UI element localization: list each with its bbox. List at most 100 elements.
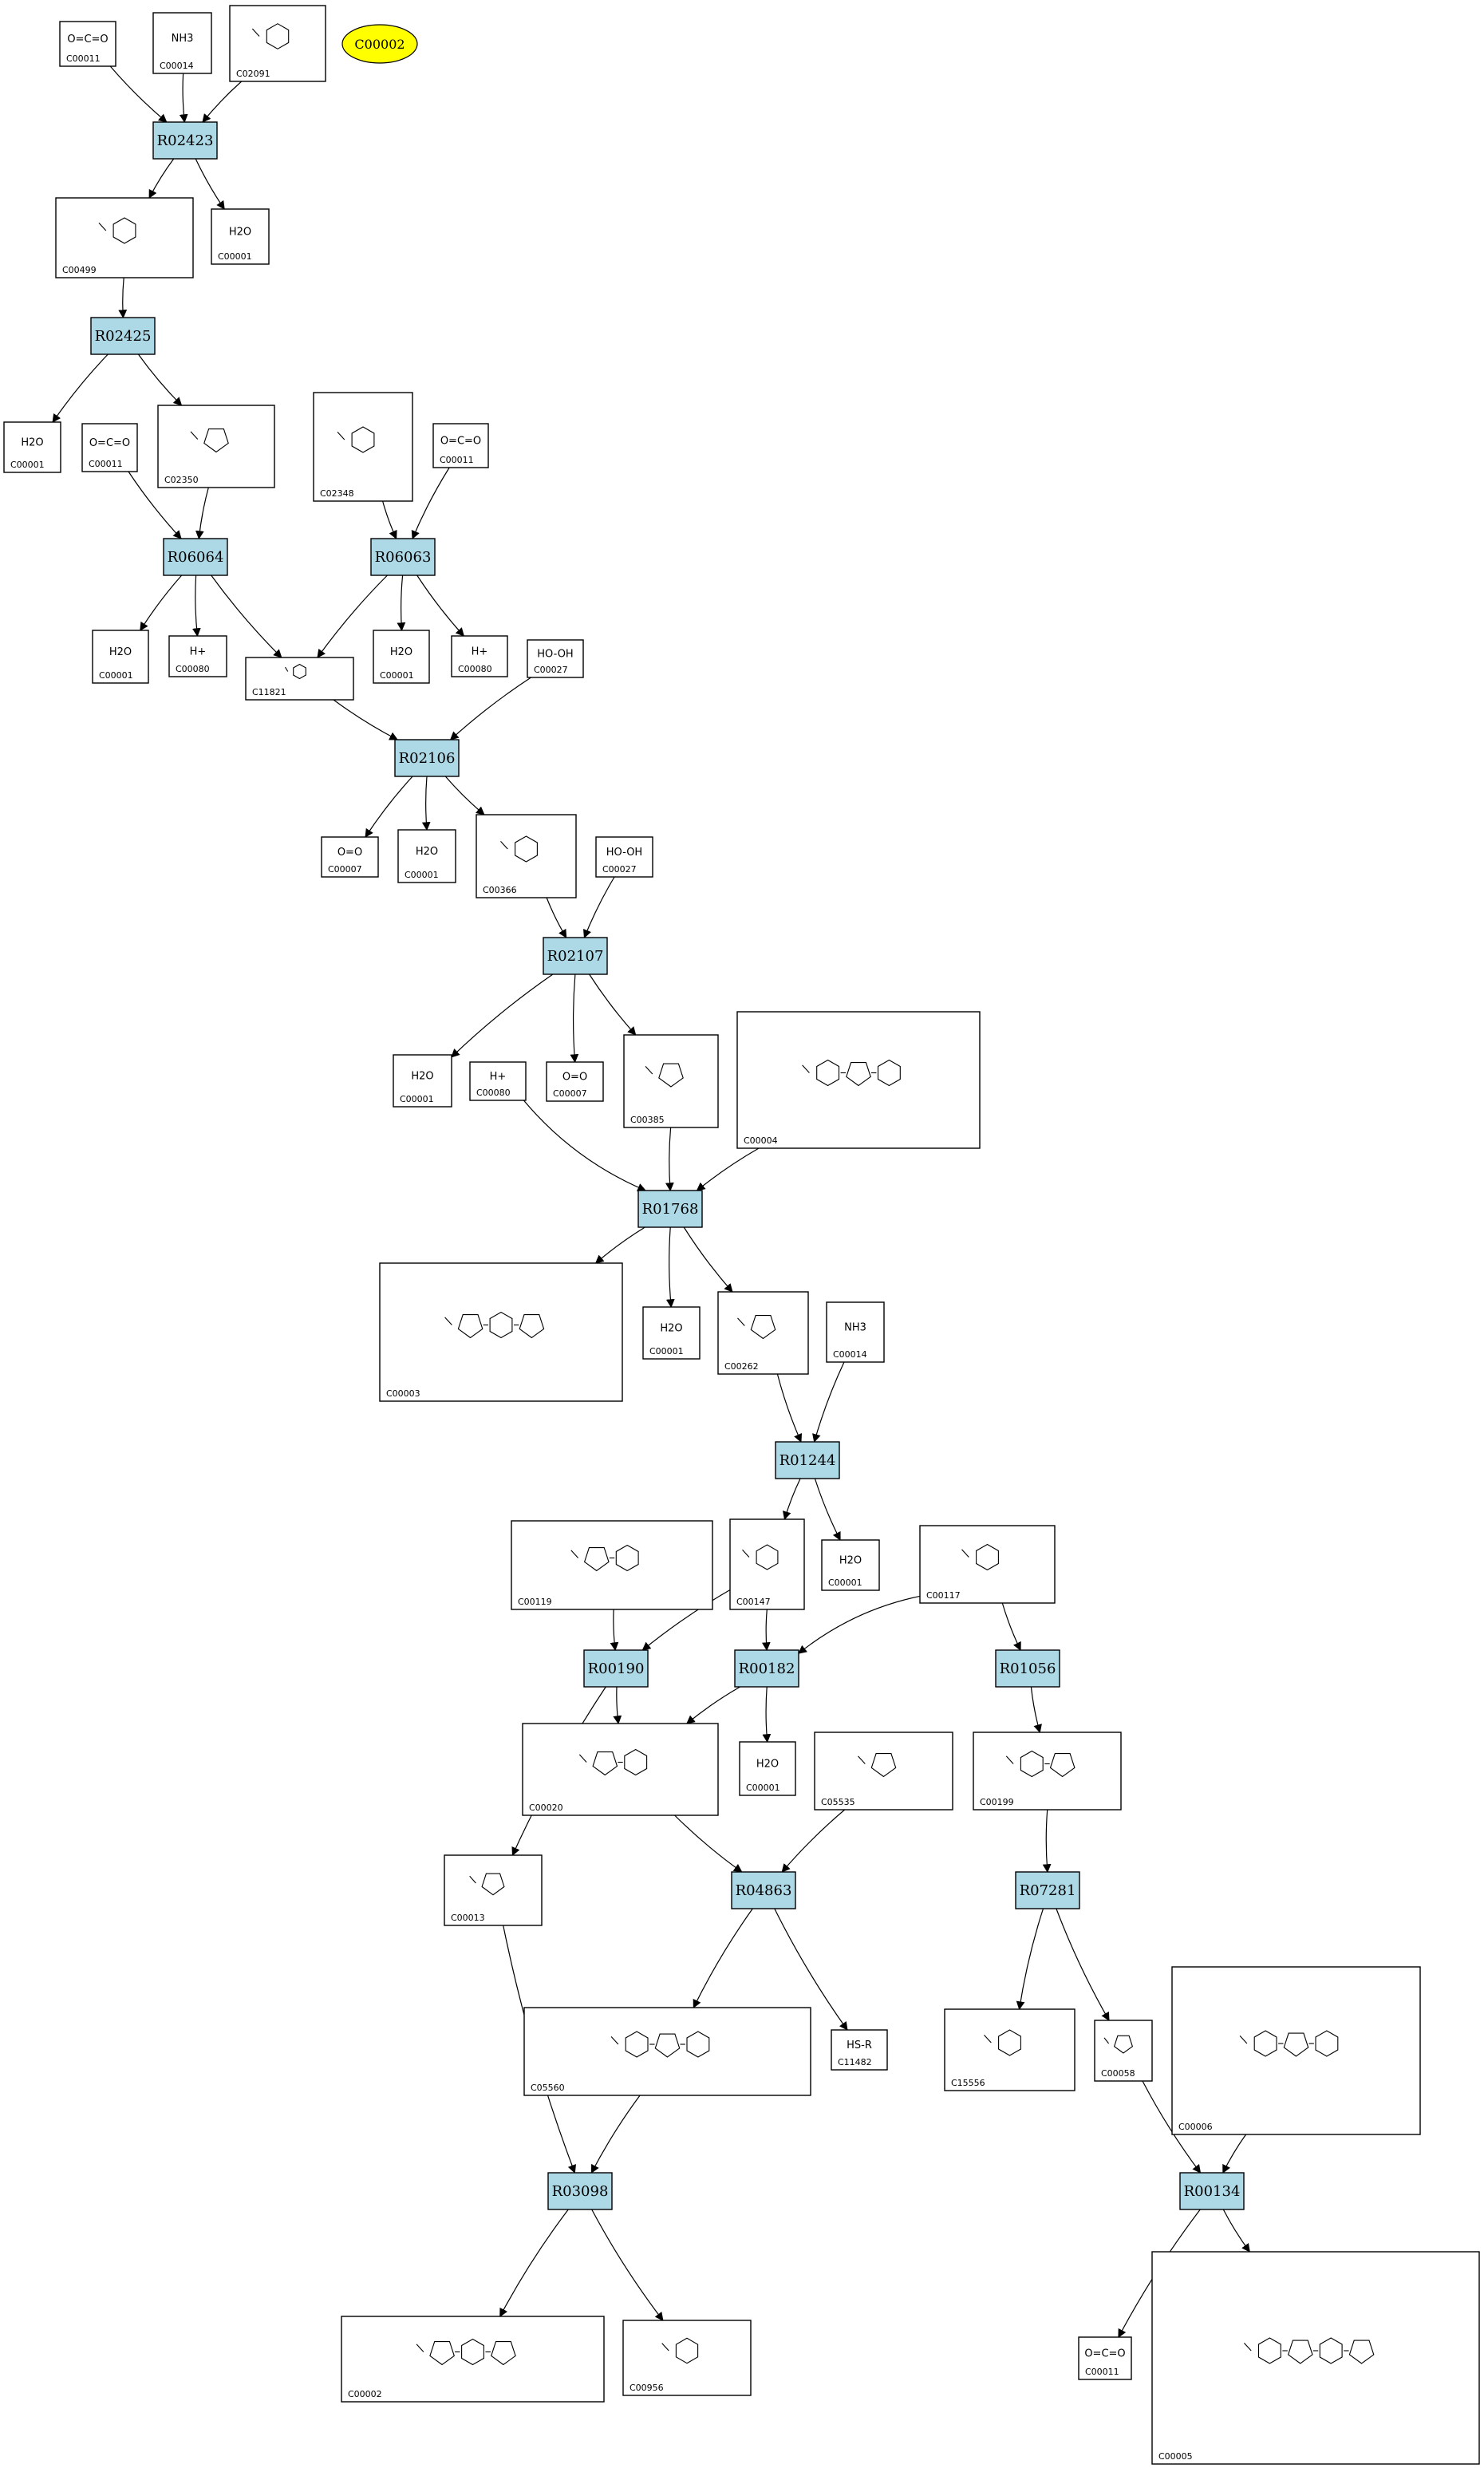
molecule-bond <box>1005 1755 1014 1764</box>
molecule-ring <box>658 1063 684 1088</box>
compound-node[interactable]: C05535 <box>814 1732 953 1811</box>
compound-formula: H+ <box>490 1071 507 1083</box>
reaction-node[interactable]: R04863 <box>731 1871 796 1909</box>
compound-node[interactable]: O=O C00007 <box>546 1061 604 1102</box>
compound-node[interactable]: C00020 <box>522 1723 719 1816</box>
compound-id-label: C00003 <box>386 1388 420 1399</box>
compound-formula: H2O <box>411 1071 433 1083</box>
compound-node[interactable]: H+C00080 <box>469 1061 527 1101</box>
target-compound-ellipse[interactable]: C00002 <box>341 24 418 64</box>
compound-node[interactable]: C05560 <box>523 2007 811 2096</box>
reaction-edge <box>1016 1908 1044 2011</box>
compound-id-label: C00007 <box>553 1088 587 1099</box>
reaction-node[interactable]: R00134 <box>1179 2172 1245 2210</box>
molecule-bond <box>337 432 345 440</box>
compound-node[interactable]: C00199 <box>973 1732 1122 1811</box>
reaction-id-label: R01244 <box>779 1452 836 1469</box>
compound-box <box>81 423 138 472</box>
reaction-node[interactable]: R01768 <box>637 1190 703 1228</box>
reaction-box <box>370 538 436 576</box>
compound-formula: O=O <box>562 1072 587 1084</box>
molecule-bond <box>416 2344 424 2352</box>
reaction-id-label: R01768 <box>642 1201 699 1218</box>
reaction-edge <box>693 1908 753 2008</box>
compound-node[interactable]: C00004 <box>736 1011 981 1149</box>
reaction-node[interactable]: R01056 <box>995 1649 1060 1688</box>
molecule-bond <box>251 28 260 37</box>
compound-id-label: C00001 <box>10 460 45 470</box>
reaction-edge <box>444 776 485 815</box>
compound-node[interactable]: C15556 <box>944 2008 1076 2091</box>
compound-id-label: C00006 <box>1178 2122 1213 2132</box>
reaction-box <box>394 739 460 777</box>
compound-node[interactable]: C00002 <box>341 2316 605 2403</box>
compound-box <box>476 814 577 898</box>
reaction-id-label: R02107 <box>547 948 604 965</box>
reaction-node[interactable]: R06063 <box>370 538 436 576</box>
compound-node[interactable]: C02348 <box>313 392 413 502</box>
compound-id-label: C05535 <box>821 1797 855 1807</box>
compound-node[interactable]: C11821 <box>245 657 354 701</box>
reaction-node[interactable]: R02106 <box>394 739 460 777</box>
compound-node[interactable]: C00262 <box>717 1291 809 1375</box>
compound-node[interactable]: C00499 <box>55 197 194 278</box>
compound-node[interactable]: C00006 <box>1171 1966 1421 2135</box>
compound-id-label: C00007 <box>328 864 362 875</box>
molecule-bond <box>285 666 289 672</box>
compound-node[interactable]: C00117 <box>919 1525 1056 1604</box>
compound-node[interactable]: C02350 <box>157 405 275 488</box>
compound-node[interactable]: C00385 <box>623 1034 719 1128</box>
compound-node[interactable]: H+C00080 <box>168 635 227 677</box>
compound-node[interactable]: C00119 <box>511 1520 713 1610</box>
molecule-ring <box>112 217 136 244</box>
reaction-node[interactable]: R06064 <box>163 538 228 576</box>
reaction-node[interactable]: R02425 <box>90 317 156 355</box>
compound-node[interactable]: C00956 <box>622 2320 752 2396</box>
reaction-node[interactable]: R00190 <box>583 1649 649 1688</box>
molecule-bond <box>961 1549 969 1558</box>
reaction-node[interactable]: R02423 <box>152 121 218 160</box>
reaction-node[interactable]: R02107 <box>543 937 608 975</box>
molecule-bond <box>984 2035 992 2044</box>
compound-node[interactable]: C00005 <box>1151 2251 1480 2465</box>
reaction-edge <box>382 500 397 539</box>
molecule-bond <box>1243 2343 1252 2352</box>
reaction-node[interactable]: R00182 <box>734 1649 799 1688</box>
compound-id-label: C00014 <box>160 61 194 71</box>
compound-formula: O=C=O <box>1084 2348 1125 2360</box>
reaction-edge <box>421 776 431 831</box>
compound-node[interactable]: C00366 <box>476 814 577 898</box>
compound-node[interactable]: C00058 <box>1094 2020 1153 2082</box>
reaction-node[interactable]: R03098 <box>547 2172 613 2210</box>
compound-node[interactable]: C00003 <box>379 1262 623 1402</box>
reaction-node[interactable]: R01244 <box>775 1441 840 1479</box>
compound-node[interactable]: C02091 <box>229 5 326 82</box>
compound-node[interactable]: C00013 <box>444 1854 543 1926</box>
reaction-edge <box>1001 1602 1021 1651</box>
molecule-bond <box>570 1550 579 1558</box>
reaction-node[interactable]: R07281 <box>1015 1871 1080 1909</box>
reaction-edge <box>202 81 243 123</box>
compound-node[interactable]: C00147 <box>729 1518 805 1610</box>
compound-node[interactable]: H+C00080 <box>451 635 508 677</box>
compound-id-label: C00262 <box>724 1361 759 1372</box>
